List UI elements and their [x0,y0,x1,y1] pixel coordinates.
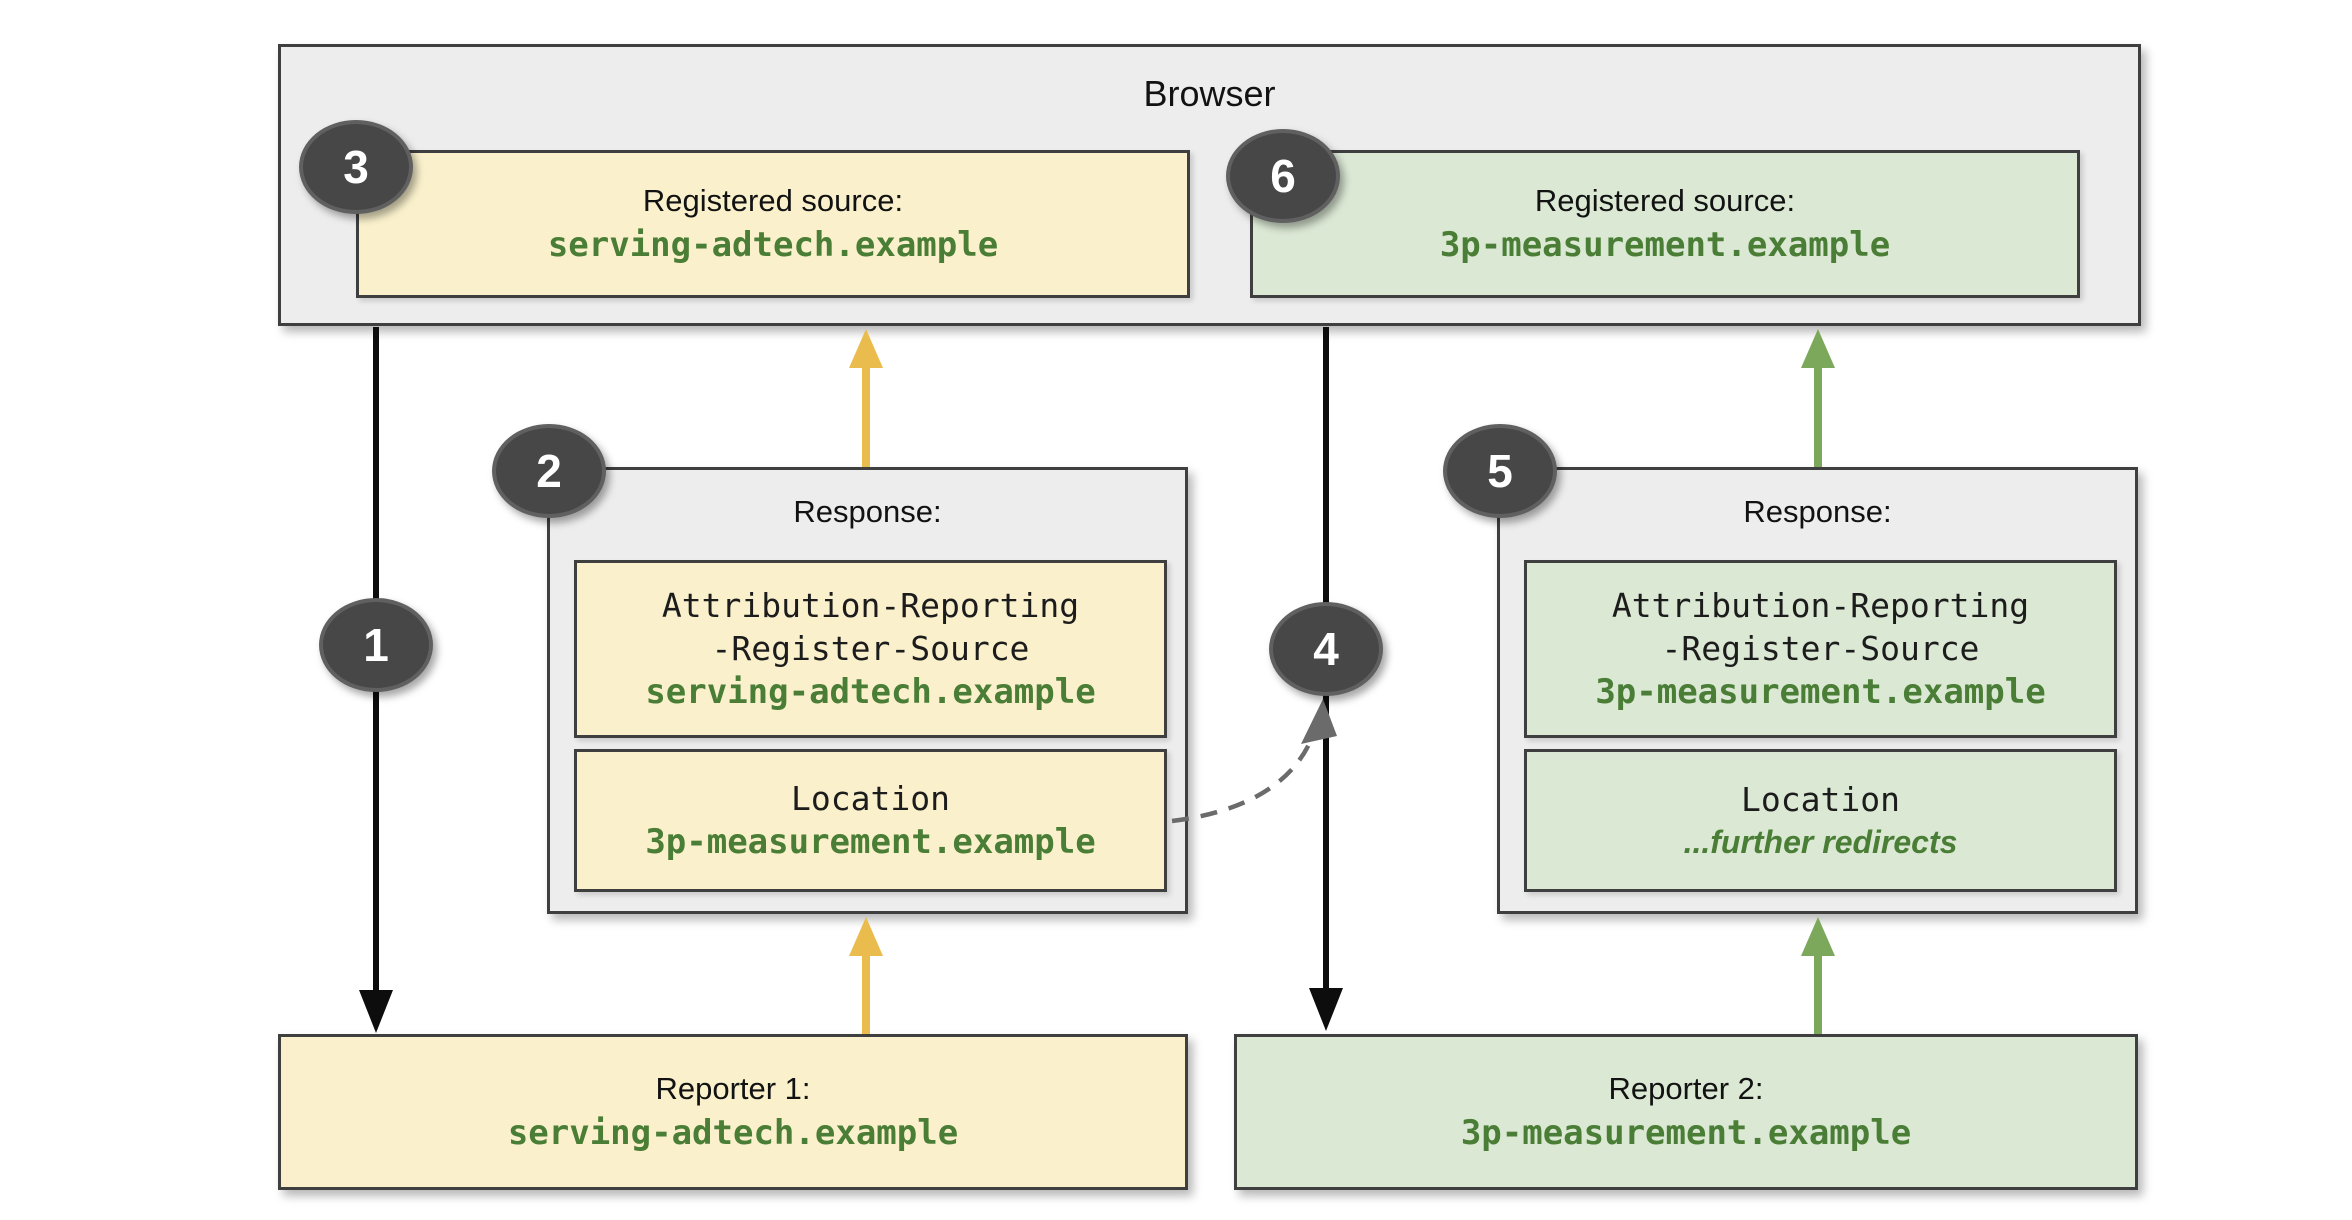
header-value: 3p-measurement.example [645,822,1096,862]
step-badge-4: 4 [1269,602,1383,696]
browser-title: Browser [1143,73,1276,114]
header-name-line1: Attribution-Reporting [1611,586,2030,625]
browser-box: Browser Registered source: serving-adtec… [278,44,2141,326]
header-name-line1: Location [1741,780,1900,819]
step-badge-1: 1 [319,598,433,692]
step-badge-5: 5 [1443,424,1557,518]
reporter-value: 3p-measurement.example [1460,1113,1912,1153]
registered-source-box-3p: Registered source: 3p-measurement.exampl… [1250,150,2080,298]
step-number: 1 [363,619,389,671]
registered-source-value: 3p-measurement.example [1439,225,1891,265]
header-name-line1: Location [791,779,950,818]
registered-source-box-adtech: Registered source: serving-adtech.exampl… [356,150,1190,298]
registered-source-value: serving-adtech.example [547,225,999,265]
reporter-1-box: Reporter 1: serving-adtech.example [278,1034,1188,1190]
header-name-line1: Attribution-Reporting [661,586,1080,625]
step-number: 5 [1487,445,1513,497]
arrow-location-redirect-dashed [1171,699,1337,824]
registered-source-label: Registered source: [1534,183,1796,218]
reporter-label: Reporter 2: [1608,1071,1764,1106]
step-number: 4 [1313,623,1339,675]
step-number: 2 [536,445,562,497]
response-label: Response: [1743,494,1892,529]
register-source-header-box-2: Attribution-Reporting -Register-Source 3… [1524,560,2117,738]
reporter-2-box: Reporter 2: 3p-measurement.example [1234,1034,2138,1190]
step-badge-3: 3 [299,120,413,214]
step-number: 6 [1270,150,1296,202]
response-box-2: Response: Attribution-Reporting -Registe… [1497,467,2138,914]
arrow-response1-to-browser [849,329,883,467]
header-value-further-redirects: ...further redirects [1683,824,1958,860]
response-label: Response: [793,494,942,529]
registered-source-label: Registered source: [642,183,904,218]
header-value: 3p-measurement.example [1595,672,2046,712]
step-badge-6: 6 [1226,129,1340,223]
step-badge-2: 2 [492,424,606,518]
arrow-reporter2-to-response2 [1801,917,1835,1034]
header-name-line2: -Register-Source [711,629,1030,668]
arrow-reporter1-to-response1 [849,917,883,1034]
location-header-box-1: Location 3p-measurement.example [574,749,1167,892]
arrow-response2-to-browser [1801,329,1835,467]
header-name-line2: -Register-Source [1661,629,1980,668]
reporter-value: serving-adtech.example [507,1113,959,1153]
location-header-box-2: Location ...further redirects [1524,749,2117,892]
step-number: 3 [343,141,369,193]
response-box-1: Response: Attribution-Reporting -Registe… [547,467,1188,914]
register-source-header-box-1: Attribution-Reporting -Register-Source s… [574,560,1167,738]
header-value: serving-adtech.example [645,672,1096,712]
reporter-label: Reporter 1: [655,1071,811,1106]
